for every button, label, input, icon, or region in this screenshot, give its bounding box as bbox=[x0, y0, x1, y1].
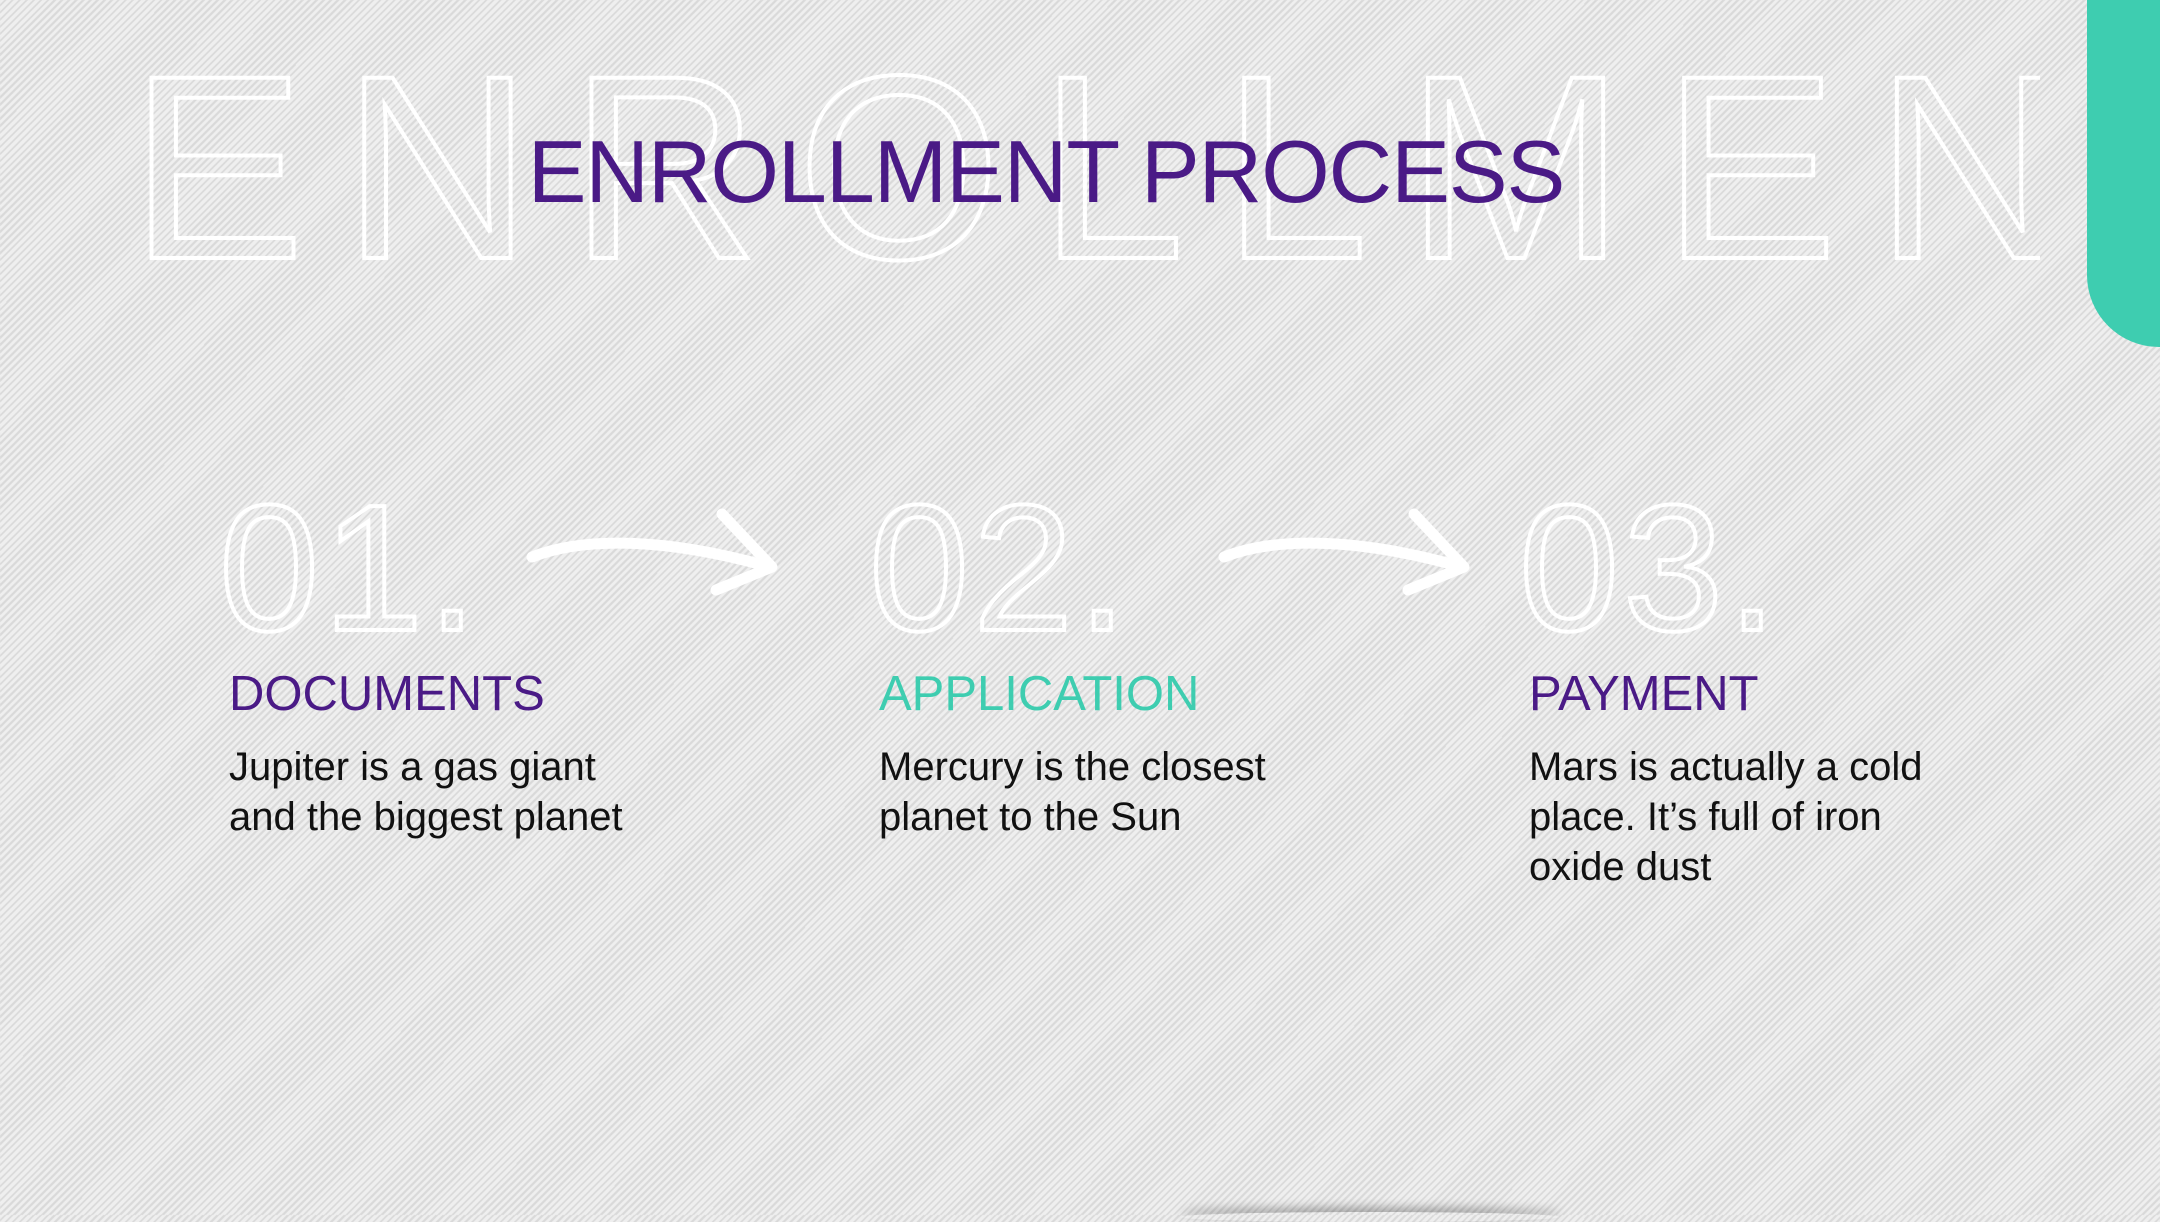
bottom-shadow bbox=[1180, 1212, 1560, 1222]
step-number-label: 01. bbox=[219, 480, 481, 650]
arrow-shaft bbox=[1218, 537, 1468, 573]
step-number: 03. bbox=[1519, 480, 1781, 650]
step-heading: APPLICATION bbox=[879, 667, 1200, 721]
watermark-label: ENROLLMENT bbox=[130, 21, 2040, 298]
arrow-right-icon bbox=[526, 508, 778, 596]
step-description: Mercury is the closest planet to the Sun bbox=[879, 745, 1266, 839]
step-description: Mars is actually a cold place. It’s full… bbox=[1529, 745, 1923, 889]
step-number-label: 02. bbox=[869, 480, 1131, 650]
arrow-shaft bbox=[526, 537, 776, 573]
page-title: ENROLLMENT PROCESS bbox=[527, 122, 1566, 221]
accent-bar bbox=[2087, 0, 2160, 347]
step-heading: DOCUMENTS bbox=[229, 667, 545, 721]
step-number-label: 03. bbox=[1519, 480, 1781, 650]
arrow-right-icon bbox=[1218, 508, 1470, 596]
arrow-head bbox=[1402, 508, 1470, 596]
watermark-text: ENROLLMENT bbox=[128, 19, 2040, 298]
step-heading: PAYMENT bbox=[1529, 667, 1759, 721]
arrow-head bbox=[710, 508, 778, 596]
step-number: 01. bbox=[219, 480, 481, 650]
step-description: Jupiter is a gas giant and the biggest p… bbox=[229, 745, 623, 839]
step-number: 02. bbox=[869, 480, 1131, 650]
